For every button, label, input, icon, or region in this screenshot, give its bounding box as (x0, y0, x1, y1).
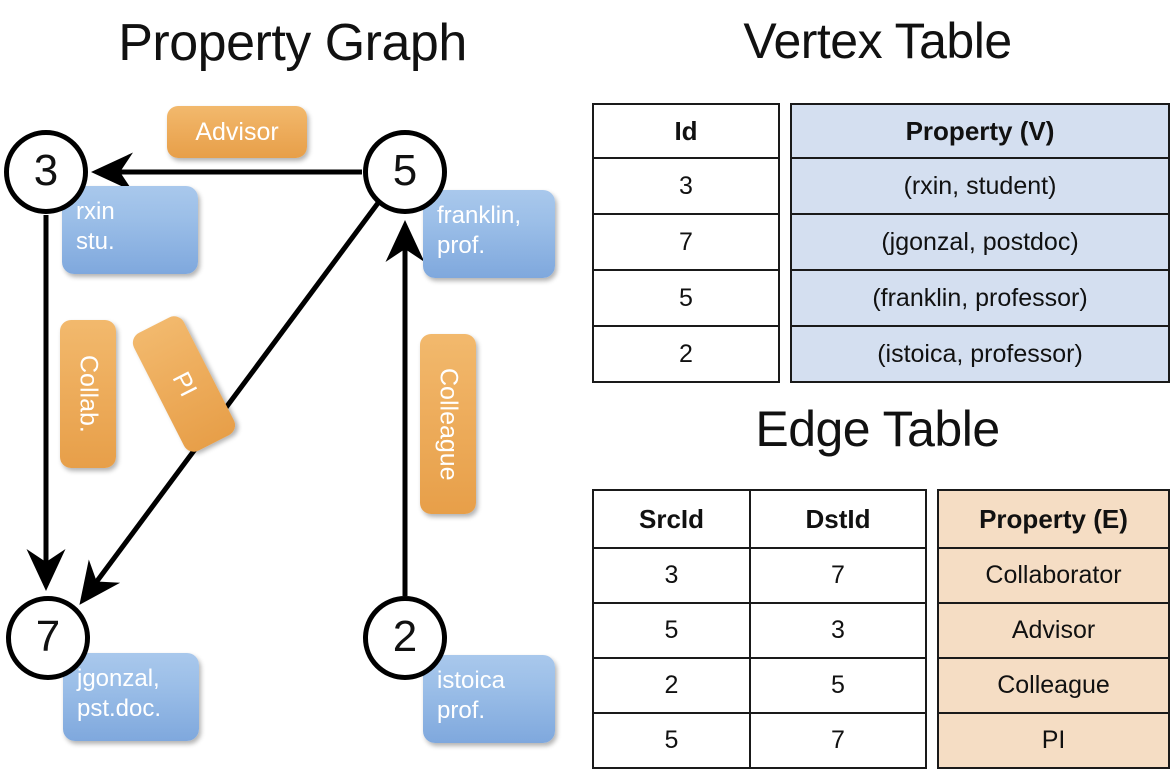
table-row: Colleague (937, 657, 1170, 714)
table-row: 5 3 (592, 602, 927, 659)
vertex-node-2: 2 (363, 596, 447, 680)
table-row: 3 (592, 157, 780, 215)
vertex-node-7-id: 7 (35, 612, 61, 661)
vertex-5-property-line1: franklin, (437, 202, 522, 229)
property-graph-panel: Property Graph Advisor Collab. PI Collea… (0, 0, 585, 760)
table-row: 7 (592, 213, 780, 271)
vertex-3-property-box: rxin stu. (62, 186, 198, 274)
edge-label-collab: Collab. (60, 320, 116, 468)
vertex-node-7: 7 (6, 596, 90, 680)
vertex-table-cell-property: (jgonzal, postdoc) (790, 213, 1170, 271)
vertex-table-column-gap (780, 103, 790, 383)
page-title-edge-table: Edge Table (755, 401, 1000, 457)
table-row: 3 7 (592, 547, 927, 604)
edge-table-property-column: Property (E) Collaborator Advisor Collea… (937, 489, 1170, 769)
edge-table-cell-src: 2 (592, 657, 751, 714)
vertex-3-property-line1: rxin (76, 198, 115, 225)
edge-label-advisor-text: Advisor (195, 117, 279, 146)
table-row: Collaborator (937, 547, 1170, 604)
table-row: (jgonzal, postdoc) (790, 213, 1170, 271)
edge-5-to-7 (79, 201, 381, 605)
vertex-7-property-line2: pst.doc. (77, 695, 162, 722)
edge-label-pi-text: PI (166, 366, 203, 401)
edge-table: SrcId DstId 3 7 5 3 2 5 5 7 Property (E)… (592, 489, 1170, 769)
vertex-node-5: 5 (363, 130, 447, 214)
table-row: (istoica, professor) (790, 325, 1170, 383)
vertex-table-cell-property: (rxin, student) (790, 157, 1170, 215)
vertex-table-header-property: Property (V) (790, 103, 1170, 159)
page-title-vertex-table: Vertex Table (743, 13, 1012, 69)
vertex-table-cell-id: 7 (592, 213, 780, 271)
vertex-table-cell-id: 5 (592, 269, 780, 327)
table-row: 2 (592, 325, 780, 383)
vertex-table-property-column: Property (V) (rxin, student) (jgonzal, p… (790, 103, 1170, 383)
vertex-3-property-line2: stu. (76, 228, 115, 255)
vertex-5-property-line2: prof. (437, 232, 486, 259)
vertex-node-5-id: 5 (392, 146, 418, 195)
edge-label-advisor: Advisor (167, 106, 307, 158)
vertex-table-id-column: Id 3 7 5 2 (592, 103, 780, 383)
edge-table-header-property: Property (E) (937, 489, 1170, 549)
vertex-2-property-line2: prof. (437, 697, 486, 724)
edge-table-header-srcid: SrcId (592, 489, 751, 549)
edge-table-cell-property: Colleague (937, 657, 1170, 714)
edge-table-cell-src: 5 (592, 602, 751, 659)
vertex-table: Id 3 7 5 2 Property (V) (rxin, student) … (592, 103, 1170, 383)
table-row: 5 (592, 269, 780, 327)
edge-table-src-dst-columns: SrcId DstId 3 7 5 3 2 5 5 7 (592, 489, 927, 769)
table-row: (franklin, professor) (790, 269, 1170, 327)
edge-table-cell-dst: 3 (749, 602, 927, 659)
edge-label-colleague: Colleague (420, 334, 476, 514)
vertex-7-property-box: jgonzal, pst.doc. (63, 653, 199, 741)
vertex-node-3-id: 3 (33, 146, 59, 195)
graph-edges-svg (26, 152, 425, 605)
table-row: Advisor (937, 602, 1170, 659)
edge-table-cell-dst: 5 (749, 657, 927, 714)
vertex-table-cell-property: (franklin, professor) (790, 269, 1170, 327)
vertex-7-property-line1: jgonzal, (77, 665, 160, 692)
vertex-node-2-id: 2 (392, 612, 418, 661)
edge-label-colleague-text: Colleague (434, 367, 463, 481)
vertex-table-header-id: Id (592, 103, 780, 159)
edge-table-cell-property: Collaborator (937, 547, 1170, 604)
edge-table-column-gap (927, 489, 937, 769)
table-row: 2 5 (592, 657, 927, 714)
vertex-2-property-box: istoica prof. (423, 655, 555, 743)
page-title-property-graph: Property Graph (118, 14, 467, 72)
vertex-table-cell-property: (istoica, professor) (790, 325, 1170, 383)
edge-table-cell-src: 3 (592, 547, 751, 604)
vertex-2-property-line1: istoica (437, 667, 506, 694)
edge-table-cell-dst: 7 (749, 547, 927, 604)
edge-table-cell-property: Advisor (937, 602, 1170, 659)
vertex-5-property-box: franklin, prof. (423, 190, 555, 278)
table-row: (rxin, student) (790, 157, 1170, 215)
vertex-table-cell-id: 2 (592, 325, 780, 383)
vertex-node-3: 3 (4, 130, 88, 214)
edge-table-header-dstid: DstId (749, 489, 927, 549)
edge-label-collab-text: Collab. (74, 355, 103, 433)
vertex-table-cell-id: 3 (592, 157, 780, 215)
